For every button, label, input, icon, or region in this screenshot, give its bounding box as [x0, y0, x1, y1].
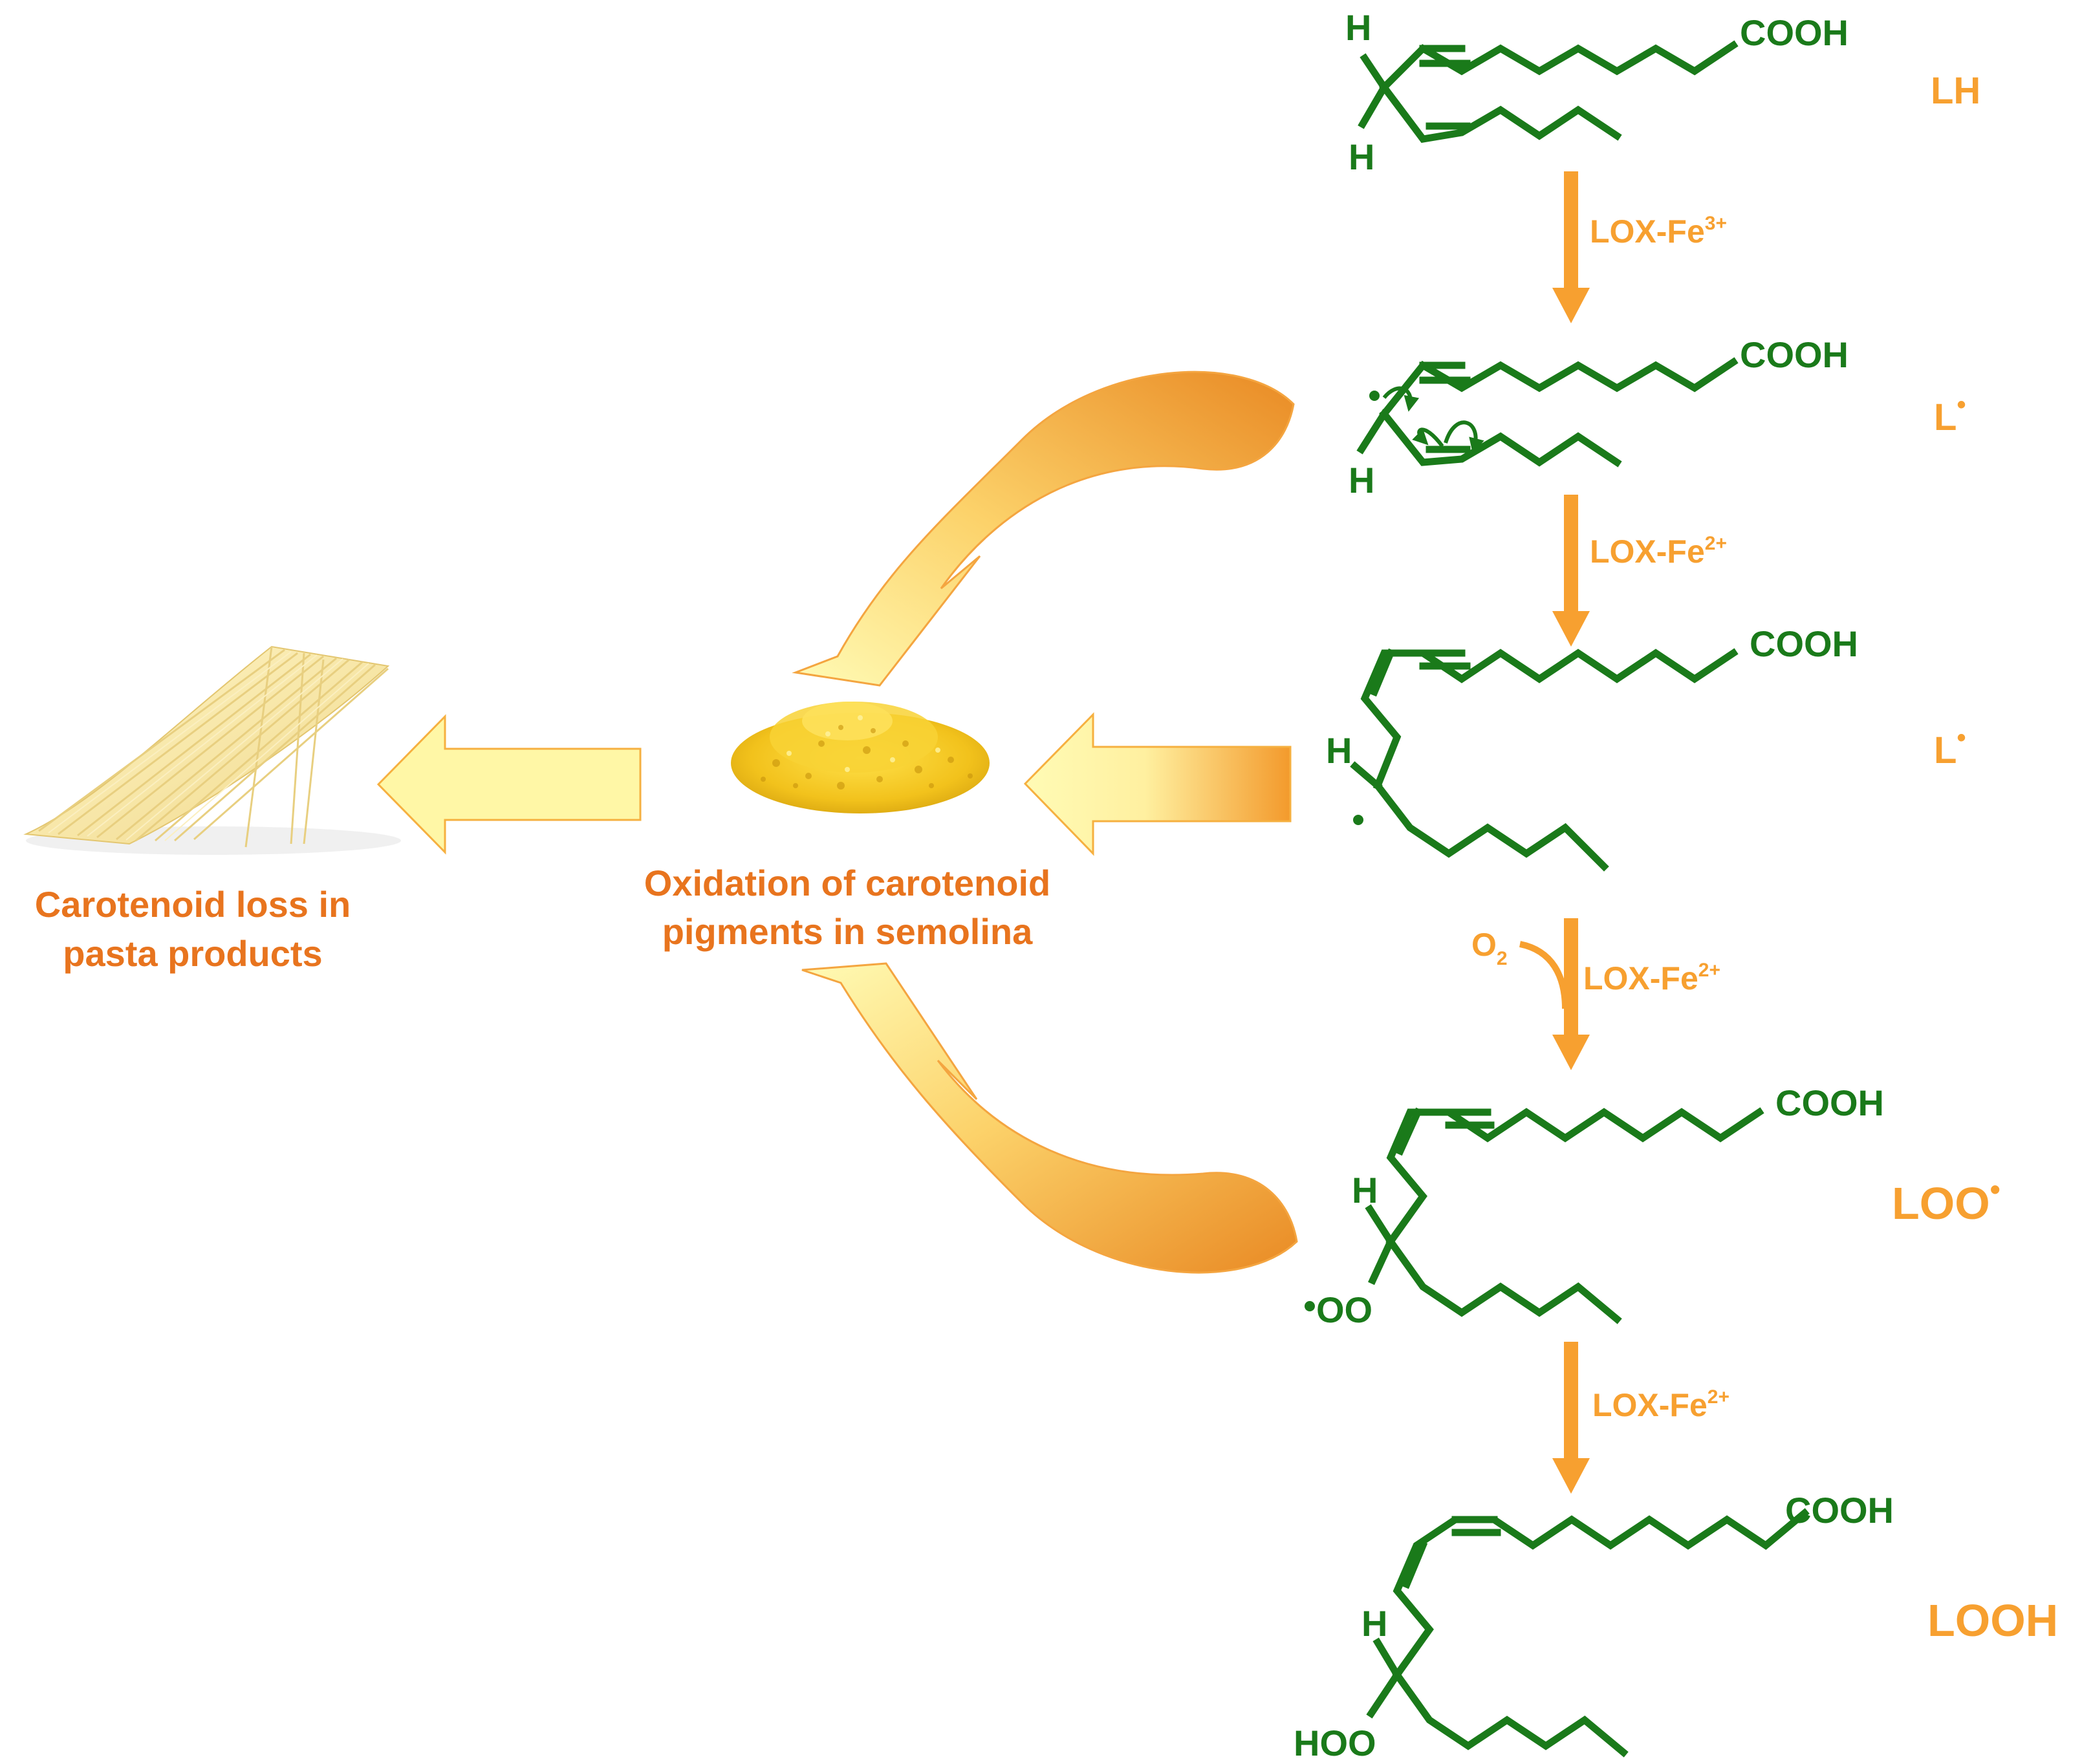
curved-arrow-top — [792, 371, 1295, 687]
lh-stage-label: LH — [1931, 70, 1980, 112]
enzyme-step2: LOX-Fe2+ — [1590, 533, 1727, 570]
l1-cooh: COOH — [1740, 334, 1849, 375]
enzyme-step3: LOX-Fe2+ — [1583, 960, 1720, 996]
lh-h-bottom: H — [1349, 136, 1374, 177]
reaction-arrow-1: LOX-Fe3+ — [1552, 171, 1727, 323]
lh-h-top: H — [1345, 7, 1371, 48]
loo-oo: OO — [1316, 1289, 1372, 1330]
loo-cooh: COOH — [1775, 1082, 1884, 1123]
semolina-pile-icon — [731, 702, 990, 813]
loo-stage-label: LOO• — [1892, 1172, 2001, 1229]
reaction-arrow-4: LOX-Fe2+ — [1552, 1342, 1730, 1494]
arrow-to-semolina — [1023, 712, 1292, 856]
l2-stage-label: L• — [1934, 724, 1966, 771]
molecule-loo-radical: COOH H OO LOO• — [1305, 1082, 2001, 1330]
pasta-caption-line1: Carotenoid loss in — [35, 884, 351, 925]
pasta-caption-line2: pasta products — [63, 933, 322, 974]
l2-h: H — [1326, 730, 1352, 771]
looh-h: H — [1361, 1603, 1387, 1644]
looh-cooh: COOH — [1785, 1490, 1894, 1531]
l2-cooh: COOH — [1750, 623, 1858, 664]
looh-hoo: HOO — [1294, 1723, 1376, 1763]
curved-arrow-bottom — [801, 962, 1298, 1274]
l1-stage-label: L• — [1934, 391, 1966, 438]
lh-cooh: COOH — [1740, 12, 1849, 53]
molecule-l-radical-1: COOH H L• — [1349, 334, 1966, 500]
semolina-caption-line2: pigments in semolina — [662, 911, 1033, 952]
arrow-to-pasta — [376, 714, 642, 855]
enzyme-step4: LOX-Fe2+ — [1592, 1386, 1730, 1423]
semolina-caption-line1: Oxidation of carotenoid — [644, 863, 1050, 903]
looh-stage-label: LOOH — [1927, 1595, 2058, 1646]
molecule-looh: COOH H HOO LOOH — [1294, 1490, 2058, 1763]
l1-h-bottom: H — [1349, 460, 1374, 500]
enzyme-step1: LOX-Fe3+ — [1590, 213, 1727, 250]
reaction-arrow-3: O2 LOX-Fe2+ — [1471, 918, 1720, 1070]
loo-h: H — [1352, 1170, 1378, 1210]
oxygen-label: O2 — [1471, 927, 1508, 969]
molecule-l-radical-2: COOH H L• — [1326, 623, 1966, 872]
molecule-lh: COOH H H LH — [1345, 7, 1980, 177]
pasta-bundle-icon — [23, 645, 401, 855]
reaction-arrow-2: LOX-Fe2+ — [1552, 495, 1727, 647]
